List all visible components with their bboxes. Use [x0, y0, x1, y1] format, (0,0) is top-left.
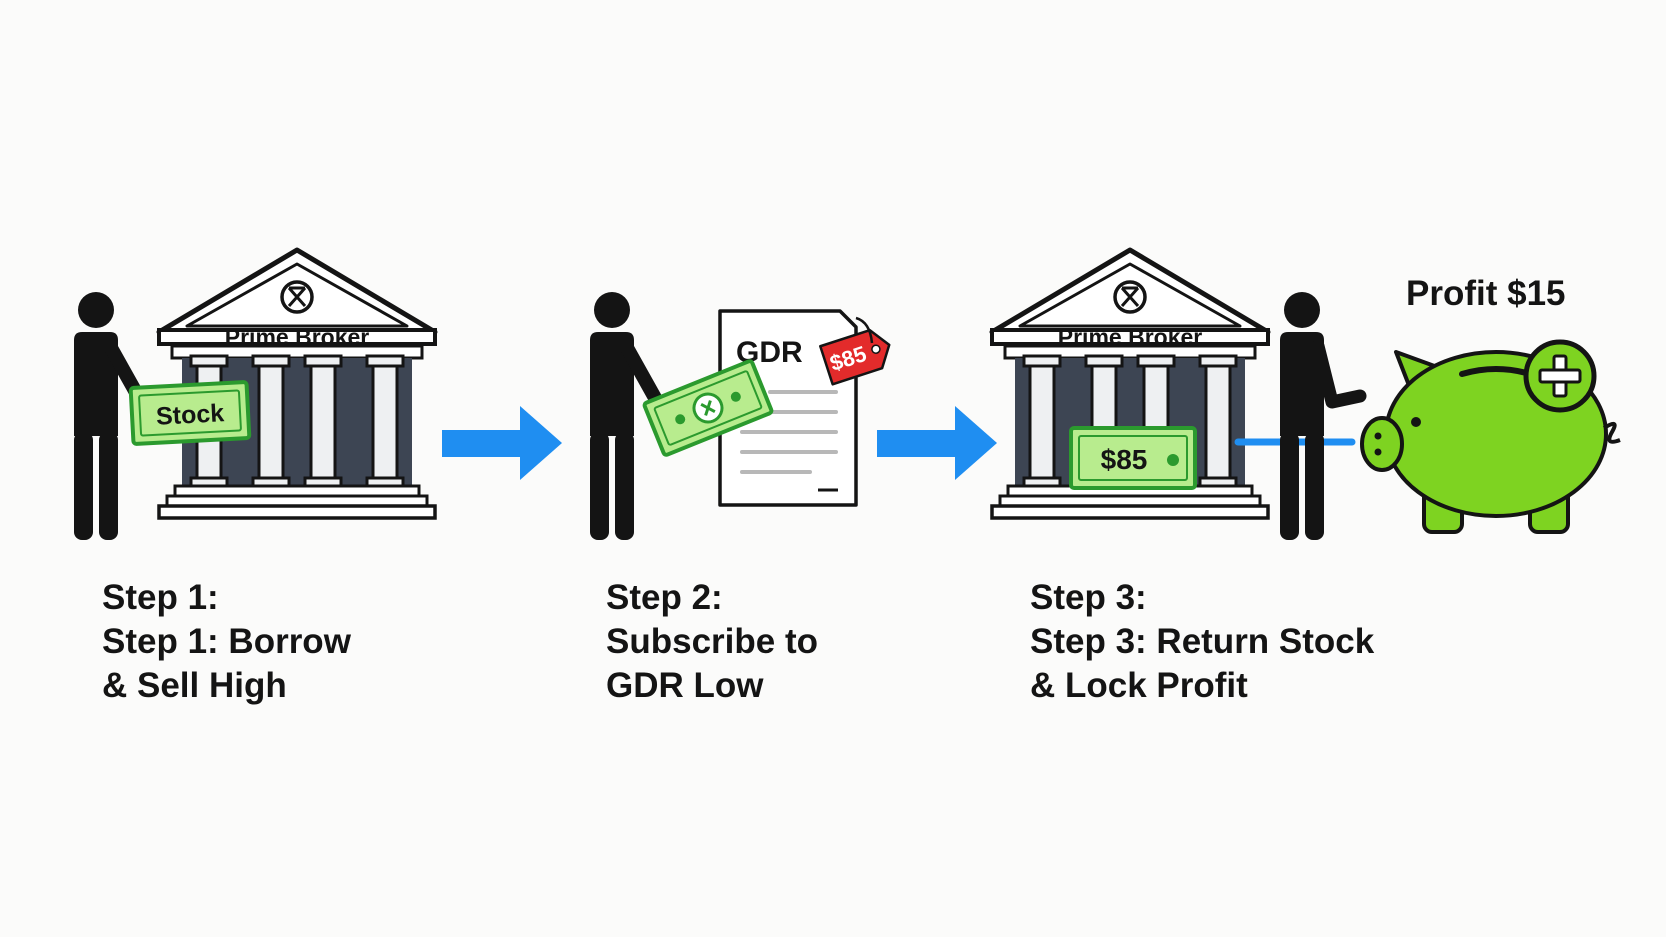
step2-caption-line1: Step 2:: [606, 578, 723, 617]
step2-group: GDR $85: [590, 292, 891, 540]
step3-caption-line1: Step 3:: [1030, 578, 1147, 617]
dollar-bill-icon: [642, 359, 774, 457]
step1-building-label: Prime Broker: [225, 324, 370, 350]
step1-group: Prime Broker Stock: [74, 250, 435, 540]
arrow-right-icon: [877, 406, 997, 480]
step1-caption-line1: Step 1:: [102, 578, 219, 617]
step3-group: Prime Broker $85: [992, 250, 1621, 540]
step3-caption: Step 3: Step 3: Return Stock & Lock Prof…: [1030, 576, 1374, 708]
step3-caption-line3: & Lock Profit: [1030, 666, 1248, 705]
dollar-bill-icon: [1069, 426, 1197, 490]
step1-caption-line3: & Sell High: [102, 666, 287, 705]
step2-caption-line2: Subscribe to: [606, 622, 818, 661]
arrow-right-icon: [442, 406, 562, 480]
person-icon: [1280, 292, 1367, 540]
price-tag-icon: [819, 328, 891, 386]
step1-caption: Step 1: Step 1: Borrow & Sell High: [102, 576, 351, 708]
step2-caption-line3: GDR Low: [606, 666, 764, 705]
profit-label: Profit $15: [1406, 274, 1566, 313]
step3-building-label: Prime Broker: [1058, 324, 1203, 350]
gdr-document-icon: [718, 309, 858, 507]
step3-bill-label: $85: [1101, 444, 1148, 475]
step1-caption-line2: Step 1: Borrow: [102, 622, 351, 661]
step2-caption: Step 2: Subscribe to GDR Low: [606, 576, 818, 708]
stock-bill-label: Stock: [155, 399, 225, 431]
stock-bill-icon: [128, 380, 252, 446]
step3-caption-line2: Step 3: Return Stock: [1030, 622, 1375, 661]
plus-icon: [1523, 339, 1597, 413]
